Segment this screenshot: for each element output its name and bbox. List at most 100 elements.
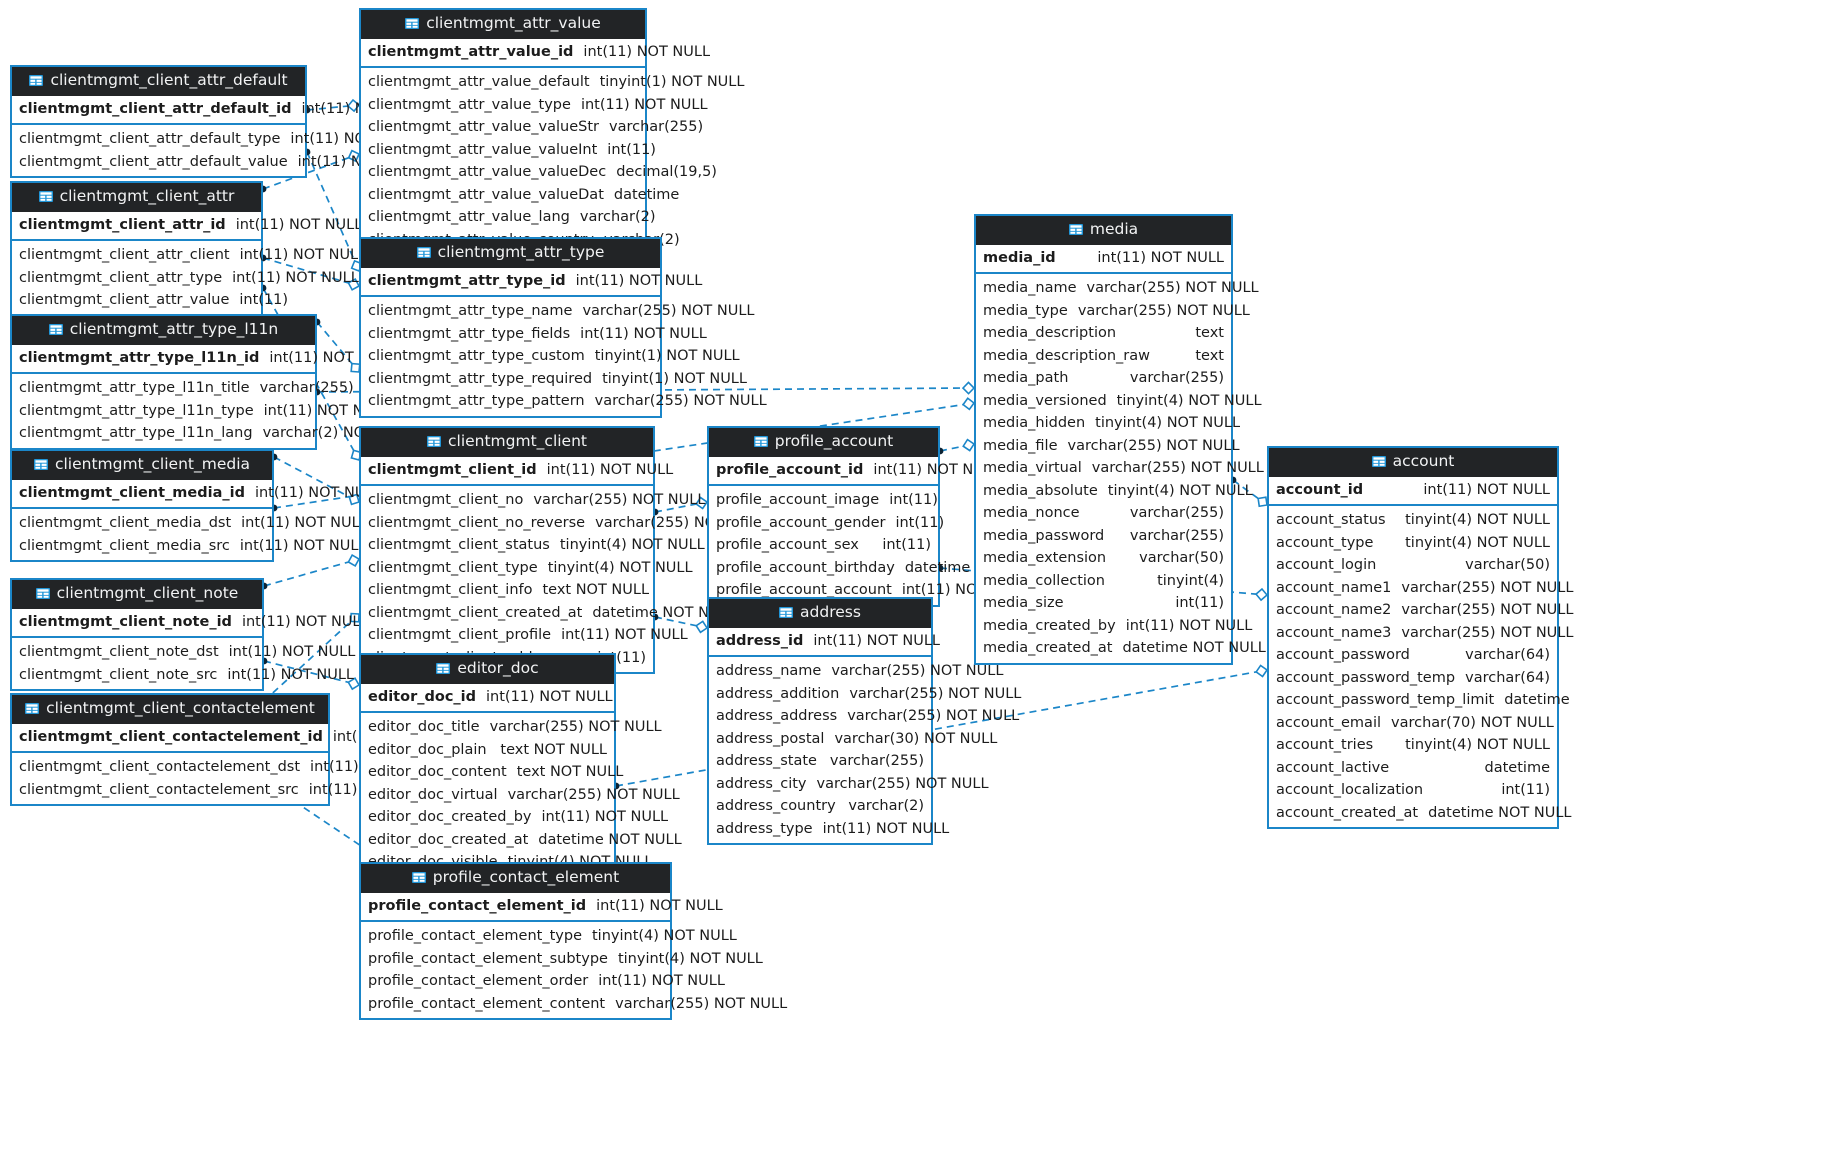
attribute-account_localization[interactable]: account_localizationint(11) [1269,779,1557,802]
entity-editor_doc[interactable]: editor_doceditor_doc_idint(11) NOT NULLe… [359,653,682,879]
attribute-editor_doc_id[interactable]: editor_doc_idint(11) NOT NULL [361,684,614,712]
attribute-clientmgmt_client_attr_default_value[interactable]: clientmgmt_client_attr_default_valueint(… [12,151,424,174]
attribute-media_name[interactable]: media_namevarchar(255) NOT NULL [976,277,1259,300]
attribute-clientmgmt_attr_type_id[interactable]: clientmgmt_attr_type_idint(11) NOT NULL [361,268,702,296]
attribute-clientmgmt_client_info[interactable]: clientmgmt_client_infotext NOT NULL [361,579,653,602]
attribute-clientmgmt_client_attr_id[interactable]: clientmgmt_client_attr_idint(11) NOT NUL… [12,212,362,240]
attribute-profile_contact_element_type[interactable]: profile_contact_element_typetinyint(4) N… [361,925,737,948]
attribute-media_extension[interactable]: media_extensionvarchar(50) [976,547,1231,570]
entity-clientmgmt_attr_value[interactable]: clientmgmt_attr_valueclientmgmt_attr_val… [359,8,744,256]
attribute-clientmgmt_attr_value_default[interactable]: clientmgmt_attr_value_defaulttinyint(1) … [361,71,744,94]
attribute-profile_contact_element_content[interactable]: profile_contact_element_contentvarchar(2… [361,993,787,1016]
attribute-clientmgmt_client_no_reverse[interactable]: clientmgmt_client_no_reversevarchar(255)… [361,512,767,535]
attribute-account_name3[interactable]: account_name3varchar(255) NOT NULL [1269,622,1573,645]
attribute-clientmgmt_attr_value_type[interactable]: clientmgmt_attr_value_typeint(11) NOT NU… [361,94,708,117]
attribute-editor_doc_created_by[interactable]: editor_doc_created_byint(11) NOT NULL [361,806,668,829]
attribute-clientmgmt_client_no[interactable]: clientmgmt_client_novarchar(255) NOT NUL… [361,489,705,512]
attribute-media_description_raw[interactable]: media_description_rawtext [976,345,1231,368]
attribute-media_description[interactable]: media_descriptiontext [976,322,1231,345]
attribute-media_created_by[interactable]: media_created_byint(11) NOT NULL [976,615,1252,638]
attribute-editor_doc_title[interactable]: editor_doc_titlevarchar(255) NOT NULL [361,716,662,739]
entity-clientmgmt_client_attr[interactable]: clientmgmt_client_attrclientmgmt_client_… [10,181,366,317]
entity-address[interactable]: addressaddress_idint(11) NOT NULLaddress… [707,597,1021,845]
attribute-address_country[interactable]: address_countryvarchar(2) [709,795,931,818]
attribute-account_type[interactable]: account_typetinyint(4) NOT NULL [1269,532,1557,555]
attribute-account_password_temp_limit[interactable]: account_password_temp_limitdatetime [1269,689,1570,712]
entity-clientmgmt_client_contactelement[interactable]: clientmgmt_client_contactelementclientmg… [10,693,459,806]
attribute-address_type[interactable]: address_typeint(11) NOT NULL [709,818,949,841]
attribute-account_password_temp[interactable]: account_password_tempvarchar(64) [1269,667,1557,690]
attribute-media_path[interactable]: media_pathvarchar(255) [976,367,1231,390]
attribute-media_hidden[interactable]: media_hiddentinyint(4) NOT NULL [976,412,1240,435]
attribute-clientmgmt_attr_value_lang[interactable]: clientmgmt_attr_value_langvarchar(2) [361,206,656,229]
attribute-profile_contact_element_subtype[interactable]: profile_contact_element_subtypetinyint(4… [361,948,763,971]
attribute-media_collection[interactable]: media_collectiontinyint(4) [976,570,1231,593]
attribute-clientmgmt_client_type[interactable]: clientmgmt_client_typetinyint(4) NOT NUL… [361,557,693,580]
attribute-address_city[interactable]: address_cityvarchar(255) NOT NULL [709,773,989,796]
attribute-media_password[interactable]: media_passwordvarchar(255) [976,525,1231,548]
attribute-account_id[interactable]: account_idint(11) NOT NULL [1269,477,1557,505]
attribute-clientmgmt_client_attr_value[interactable]: clientmgmt_client_attr_valueint(11) [12,289,288,312]
attribute-clientmgmt_client_media_src[interactable]: clientmgmt_client_media_srcint(11) NOT N… [12,535,367,558]
attribute-address_addition[interactable]: address_additionvarchar(255) NOT NULL [709,683,1021,706]
attribute-clientmgmt_client_note_src[interactable]: clientmgmt_client_note_srcint(11) NOT NU… [12,664,354,687]
attribute-account_name2[interactable]: account_name2varchar(255) NOT NULL [1269,599,1573,622]
attribute-clientmgmt_attr_type_l11n_lang[interactable]: clientmgmt_attr_type_l11n_langvarchar(2)… [12,422,416,445]
attribute-clientmgmt_client_media_dst[interactable]: clientmgmt_client_media_dstint(11) NOT N… [12,512,368,535]
entity-clientmgmt_attr_type[interactable]: clientmgmt_attr_typeclientmgmt_attr_type… [359,237,767,418]
attribute-media_nonce[interactable]: media_noncevarchar(255) [976,502,1231,525]
attribute-media_absolute[interactable]: media_absolutetinyint(4) NOT NULL [976,480,1253,503]
attribute-account_status[interactable]: account_statustinyint(4) NOT NULL [1269,509,1557,532]
attribute-clientmgmt_client_contactelement_src[interactable]: clientmgmt_client_contactelement_srcint(… [12,779,435,802]
attribute-clientmgmt_client_profile[interactable]: clientmgmt_client_profileint(11) NOT NUL… [361,624,688,647]
attribute-clientmgmt_attr_value_valueDec[interactable]: clientmgmt_attr_value_valueDecdecimal(19… [361,161,717,184]
attribute-profile_account_image[interactable]: profile_account_imageint(11) [709,489,938,512]
attribute-clientmgmt_attr_value_valueDat[interactable]: clientmgmt_attr_value_valueDatdatetime [361,184,679,207]
attribute-clientmgmt_attr_type_pattern[interactable]: clientmgmt_attr_type_patternvarchar(255)… [361,390,767,413]
attribute-address_postal[interactable]: address_postalvarchar(30) NOT NULL [709,728,997,751]
attribute-profile_account_sex[interactable]: profile_account_sexint(11) [709,534,938,557]
attribute-clientmgmt_client_note_dst[interactable]: clientmgmt_client_note_dstint(11) NOT NU… [12,641,355,664]
attribute-account_password[interactable]: account_passwordvarchar(64) [1269,644,1557,667]
attribute-editor_doc_plain[interactable]: editor_doc_plaintext NOT NULL [361,739,614,762]
entity-clientmgmt_client_media[interactable]: clientmgmt_client_mediaclientmgmt_client… [10,449,382,562]
entity-clientmgmt_client_attr_default[interactable]: clientmgmt_client_attr_defaultclientmgmt… [10,65,428,178]
entity-profile_contact_element[interactable]: profile_contact_elementprofile_contact_e… [359,862,787,1020]
entity-profile_account[interactable]: profile_accountprofile_account_idint(11)… [707,426,1028,607]
attribute-media_id[interactable]: media_idint(11) NOT NULL [976,245,1231,273]
attribute-clientmgmt_attr_value_id[interactable]: clientmgmt_attr_value_idint(11) NOT NULL [361,39,710,67]
entity-clientmgmt_client[interactable]: clientmgmt_clientclientmgmt_client_idint… [359,426,767,674]
attribute-address_id[interactable]: address_idint(11) NOT NULL [709,628,940,656]
attribute-profile_contact_element_id[interactable]: profile_contact_element_idint(11) NOT NU… [361,893,723,921]
attribute-profile_contact_element_order[interactable]: profile_contact_element_orderint(11) NOT… [361,970,725,993]
attribute-address_address[interactable]: address_addressvarchar(255) NOT NULL [709,705,1019,728]
attribute-profile_account_gender[interactable]: profile_account_genderint(11) [709,512,944,535]
attribute-media_virtual[interactable]: media_virtualvarchar(255) NOT NULL [976,457,1264,480]
attribute-clientmgmt_attr_type_l11n_id[interactable]: clientmgmt_attr_type_l11n_idint(11) NOT … [12,345,396,373]
entity-clientmgmt_client_note[interactable]: clientmgmt_client_noteclientmgmt_client_… [10,578,369,691]
entity-media[interactable]: mediamedia_idint(11) NOT NULLmedia_namev… [974,214,1266,665]
attribute-editor_doc_virtual[interactable]: editor_doc_virtualvarchar(255) NOT NULL [361,784,680,807]
attribute-editor_doc_created_at[interactable]: editor_doc_created_atdatetime NOT NULL [361,829,682,852]
attribute-clientmgmt_attr_type_l11n_type[interactable]: clientmgmt_attr_type_l11n_typeint(11) NO… [12,400,390,423]
attribute-media_size[interactable]: media_sizeint(11) [976,592,1231,615]
attribute-clientmgmt_client_id[interactable]: clientmgmt_client_idint(11) NOT NULL [361,457,673,485]
attribute-media_created_at[interactable]: media_created_atdatetime NOT NULL [976,637,1266,660]
attribute-clientmgmt_attr_type_required[interactable]: clientmgmt_attr_type_requiredtinyint(1) … [361,368,747,391]
attribute-clientmgmt_client_attr_default_type[interactable]: clientmgmt_client_attr_default_typeint(1… [12,128,417,151]
attribute-account_lactive[interactable]: account_lactivedatetime [1269,757,1557,780]
attribute-clientmgmt_attr_value_valueInt[interactable]: clientmgmt_attr_value_valueIntint(11) [361,139,656,162]
attribute-media_type[interactable]: media_typevarchar(255) NOT NULL [976,300,1250,323]
attribute-clientmgmt_client_attr_client[interactable]: clientmgmt_client_attr_clientint(11) NOT… [12,244,366,267]
attribute-account_created_at[interactable]: account_created_atdatetime NOT NULL [1269,802,1572,825]
attribute-clientmgmt_client_media_id[interactable]: clientmgmt_client_media_idint(11) NOT NU… [12,480,382,508]
attribute-clientmgmt_client_contactelement_dst[interactable]: clientmgmt_client_contactelement_dstint(… [12,756,437,779]
attribute-clientmgmt_client_note_id[interactable]: clientmgmt_client_note_idint(11) NOT NUL… [12,609,369,637]
attribute-address_state[interactable]: address_statevarchar(255) [709,750,931,773]
attribute-editor_doc_content[interactable]: editor_doc_contenttext NOT NULL [361,761,623,784]
attribute-clientmgmt_client_attr_default_id[interactable]: clientmgmt_client_attr_default_idint(11)… [12,96,428,124]
attribute-clientmgmt_client_created_at[interactable]: clientmgmt_client_created_atdatetime NOT… [361,602,736,625]
attribute-profile_account_id[interactable]: profile_account_idint(11) NOT NULL [709,457,1000,485]
attribute-clientmgmt_attr_value_valueStr[interactable]: clientmgmt_attr_value_valueStrvarchar(25… [361,116,703,139]
attribute-media_file[interactable]: media_filevarchar(255) NOT NULL [976,435,1240,458]
